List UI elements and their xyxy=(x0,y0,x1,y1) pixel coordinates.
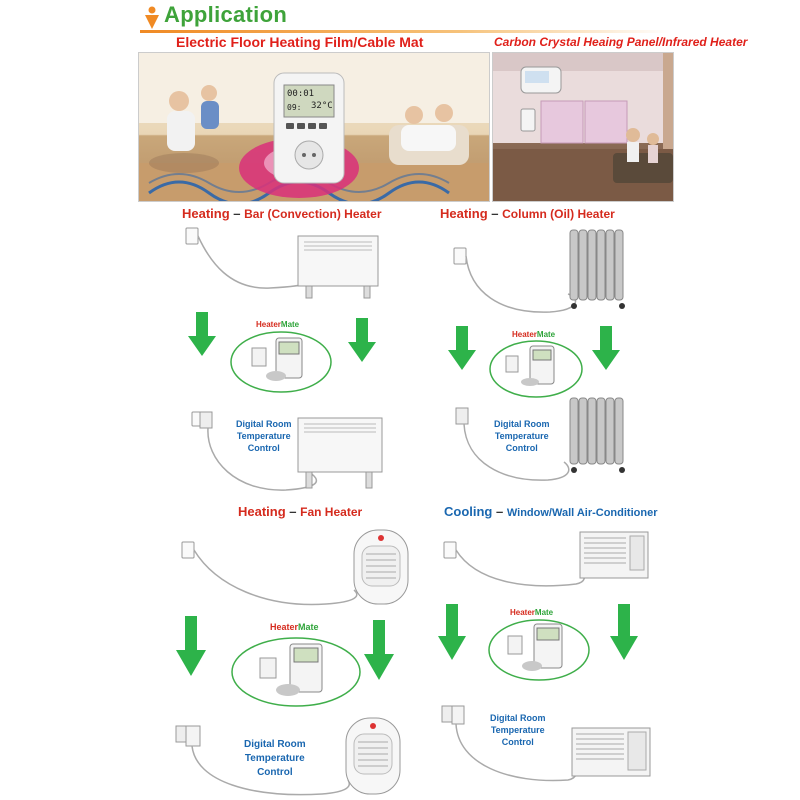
bar-heater-diagram-before xyxy=(185,227,379,299)
thermostat-callout xyxy=(231,637,361,707)
heading-device-label: Fan Heater xyxy=(300,505,363,519)
thermostat-callout xyxy=(488,619,590,681)
brand-heatermate: HeaterMate xyxy=(256,320,300,329)
device-lcd-day: 09: xyxy=(287,103,302,112)
banner-right-caption: Carbon Crystal Heaing Panel/Infrared Hea… xyxy=(494,35,748,49)
brand-heatermate: HeaterMate xyxy=(270,622,319,632)
caption-digital-room-temperature-control: Digital Room Temperature Control xyxy=(490,713,546,747)
arrow-down-icon xyxy=(592,326,620,370)
heading-dash: – xyxy=(487,206,503,221)
arrow-down-icon xyxy=(438,604,466,660)
caption-digital-room-temperature-control: Digital Room Temperature Control xyxy=(244,739,306,778)
thermostat-callout xyxy=(230,331,332,393)
brand-heatermate: HeaterMate xyxy=(512,330,556,339)
heading-device-label: Window/Wall Air-Conditioner xyxy=(506,507,658,519)
arrow-down-icon xyxy=(610,604,638,660)
heading-type-label: Heating xyxy=(182,206,230,221)
section-heading-oil-heater: Heating – Column (Oil) Heater xyxy=(440,206,615,221)
page-title: Application xyxy=(164,2,288,27)
caption-digital-room-temperature-control: Digital Room Temperature Control xyxy=(236,419,292,453)
heading-device-label: Column (Oil) Heater xyxy=(502,207,615,221)
arrow-down-icon xyxy=(448,326,476,370)
section-heading-air-conditioner: Cooling – Window/Wall Air-Conditioner xyxy=(444,504,657,519)
oil-heater-diagram-after xyxy=(455,397,625,481)
section-heading-bar-heater: Heating – Bar (Convection) Heater xyxy=(182,206,382,221)
heading-type-label: Heating xyxy=(238,504,286,519)
floor-heating-photo: 00:01 32°C 09: xyxy=(138,52,490,202)
heading-type-label: Cooling xyxy=(444,504,493,519)
thermostat-callout xyxy=(489,340,583,398)
arrow-down-icon xyxy=(348,318,376,362)
heading-dash: – xyxy=(285,504,301,519)
section-heading-fan-heater: Heating – Fan Heater xyxy=(238,504,362,519)
heading-device-label: Bar (Convection) Heater xyxy=(244,207,382,221)
device-lcd-temp: 32°C xyxy=(311,101,333,111)
heading-dash: – xyxy=(229,206,245,221)
fan-heater-diagram-before xyxy=(181,529,409,606)
heading-type-label: Heating xyxy=(440,206,488,221)
arrow-down-icon xyxy=(188,312,216,356)
arrow-down-icon xyxy=(176,616,206,676)
arrow-down-icon xyxy=(364,620,394,680)
bar-heater-diagram-after xyxy=(191,411,383,491)
title-underline xyxy=(140,30,670,33)
infrared-panel-photo xyxy=(492,52,674,202)
banner-left-caption: Electric Floor Heating Film/Cable Mat xyxy=(176,34,424,50)
title-marker-icon xyxy=(145,6,159,29)
caption-digital-room-temperature-control: Digital Room Temperature Control xyxy=(494,419,550,453)
air-conditioner-diagram-after xyxy=(441,705,651,782)
oil-heater-diagram-before xyxy=(453,229,625,313)
brand-heatermate: HeaterMate xyxy=(510,608,554,617)
air-conditioner-diagram-before xyxy=(443,531,649,587)
heading-dash: – xyxy=(492,504,507,519)
fan-heater-diagram-after xyxy=(175,717,401,796)
device-lcd-time: 00:01 xyxy=(287,89,315,99)
